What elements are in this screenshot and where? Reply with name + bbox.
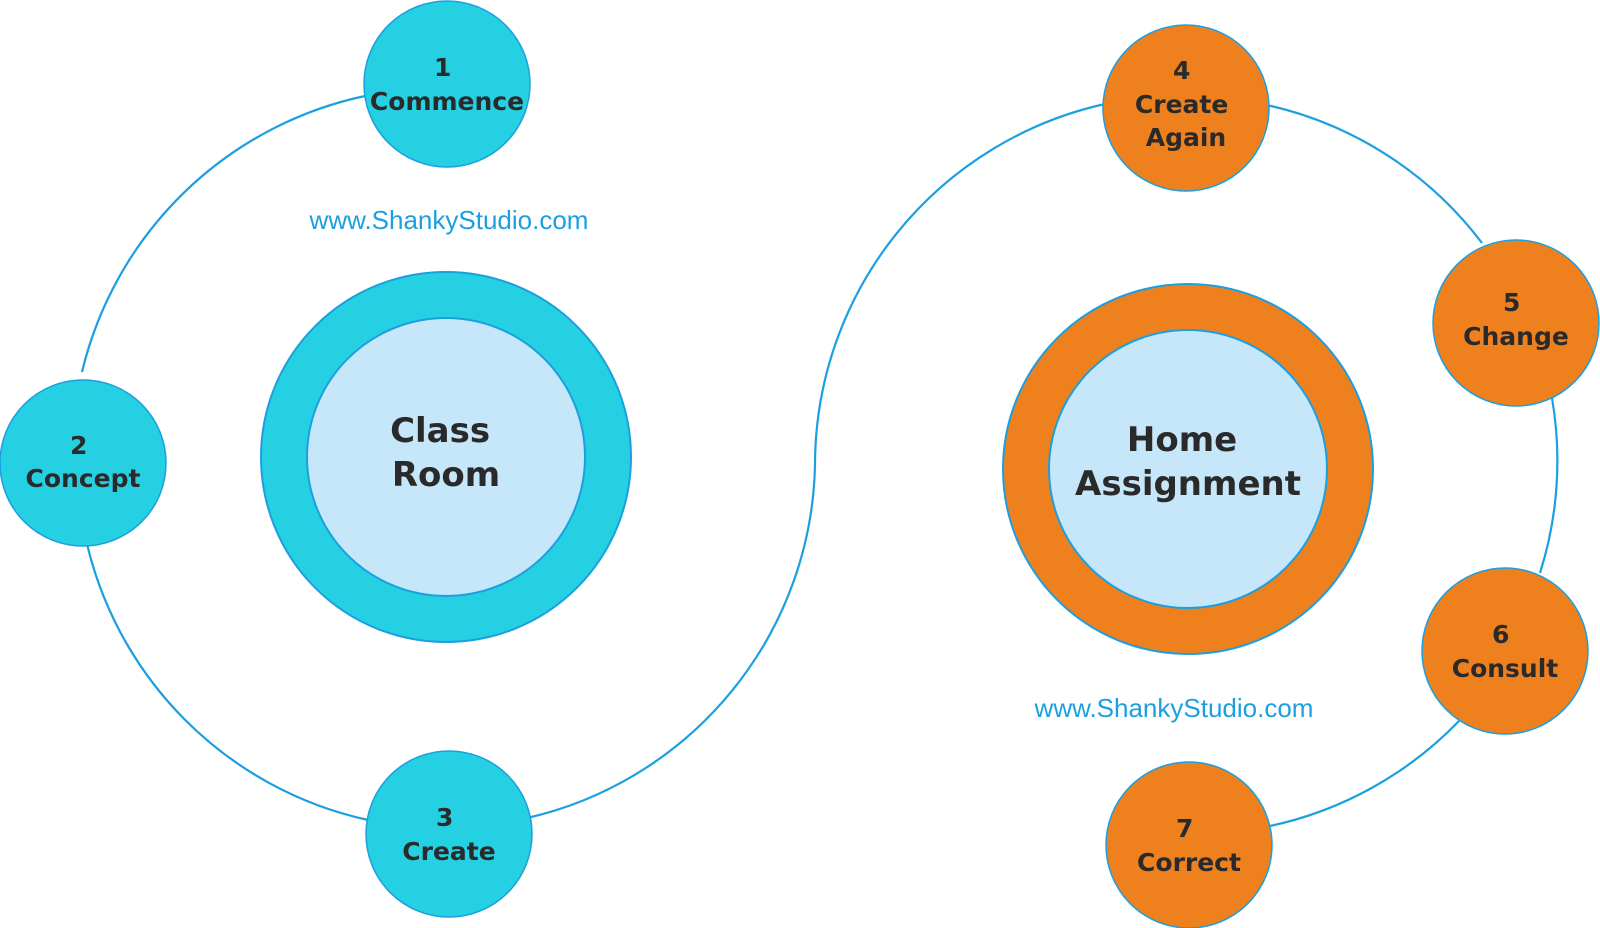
step-1-circle [363,0,531,168]
step-6-circle [1421,567,1589,735]
connector-arc-right [1538,397,1559,574]
step-6-label: 6 Consult [1452,620,1559,683]
hub-home-assignment-line-1: Home [1127,420,1237,460]
step-6-number: 6 [1492,620,1509,649]
step-2-concept: 2 Concept [0,379,167,547]
watermark-top: www.ShankyStudio.com [309,205,589,235]
step-5-circle [1432,239,1600,407]
step-3-line-1: Create [402,837,495,866]
hub-class-room: Class Room [260,271,632,643]
connector-arc-left-lower [83,534,369,822]
step-3-circle [365,750,533,918]
step-6-consult: 6 Consult [1421,567,1589,735]
step-7-label: 7 Correct [1137,814,1241,877]
step-7-circle [1105,761,1273,928]
step-3-label: 3 Create [402,803,495,866]
connector-arc-right-bottom [1269,720,1460,828]
step-3-create: 3 Create [365,750,533,918]
step-3-number: 3 [436,803,453,832]
step-1-number: 1 [434,53,451,82]
hub-class-room-inner [306,317,586,597]
watermark-bottom: www.ShankyStudio.com [1034,693,1314,723]
connector-arc-middle [526,102,1106,820]
step-7-line-1: Correct [1137,848,1241,877]
step-7-correct: 7 Correct [1105,761,1273,928]
step-4-line-1: Create [1135,90,1228,119]
step-2-line-1: Concept [26,464,141,493]
connector-arc-left [80,94,366,373]
step-5-number: 5 [1503,288,1520,317]
step-1-line-1: Commence [370,87,524,116]
step-1-commence: 1 Commence [363,0,531,168]
hub-home-assignment-inner [1048,329,1328,609]
connector-lines [80,94,1559,828]
step-4-circle [1102,24,1270,192]
step-1-label: 1 Commence [370,53,524,116]
step-5-change: 5 Change [1432,239,1600,407]
step-5-line-1: Change [1463,322,1569,351]
hub-home-assignment-label: Home Assignment [1075,420,1301,504]
step-2-number: 2 [70,431,87,460]
step-4-create-again: 4 Create Again [1102,24,1270,192]
step-4-number: 4 [1173,56,1190,85]
step-5-label: 5 Change [1463,288,1569,351]
step-2-label: 2 Concept [26,431,141,493]
hub-class-room-line-2: Room [392,455,500,495]
step-6-line-1: Consult [1452,654,1559,683]
hub-class-room-line-1: Class [390,411,490,451]
step-4-line-2: Again [1146,123,1226,152]
hub-class-room-label: Class Room [390,411,502,495]
hub-home-assignment-line-2: Assignment [1075,464,1301,504]
connector-arc-right-top [1261,102,1483,244]
step-4-label: 4 Create Again [1135,56,1237,152]
hub-home-assignment: Home Assignment [1002,283,1374,655]
step-7-number: 7 [1176,814,1193,843]
step-2-circle [0,379,167,547]
